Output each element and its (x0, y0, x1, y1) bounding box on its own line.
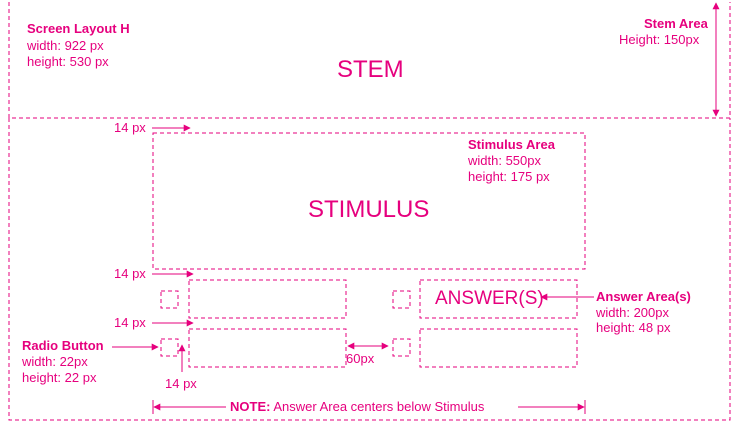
radio-button-1 (160, 290, 179, 309)
radio-button-height: height: 22 px (22, 370, 97, 385)
note-line: NOTE: Answer Area centers below Stimulus (230, 399, 484, 415)
radio-button-width: width: 22px (22, 354, 88, 369)
radio-button-2 (392, 290, 411, 309)
note-label: NOTE: (230, 399, 271, 414)
answer-area-title: Answer Area(s) (596, 289, 691, 304)
answer-label: ANSWER(S) (435, 288, 544, 309)
radio-gap-label: 14 px (165, 376, 197, 391)
answer-area-1 (188, 279, 347, 319)
stimulus-area-width: width: 550px (468, 153, 541, 168)
stem-area-height: Height: 150px (619, 32, 700, 47)
screen-layout-width: width: 922 px (27, 38, 104, 53)
note-text: Answer Area centers below Stimulus (273, 399, 485, 414)
screen-layout-title: Screen Layout H (27, 21, 130, 36)
stem-area-title: Stem Area (644, 16, 708, 31)
screen-layout-height: height: 530 px (27, 54, 109, 69)
answer-area-height: height: 48 px (596, 320, 671, 335)
row-gap-label: 14 px (114, 315, 146, 330)
column-gap-label: 60px (346, 351, 375, 366)
answer-area-3 (188, 328, 347, 368)
radio-button-4 (392, 338, 411, 357)
stem-area-box (8, 2, 731, 119)
stimulus-label: STIMULUS (308, 196, 430, 223)
radio-button-title: Radio Button (22, 338, 104, 353)
answer-top-label: 14 px (114, 266, 146, 281)
answer-area-4 (419, 328, 578, 368)
screen-body-box (8, 118, 731, 421)
stem-label: STEM (337, 56, 404, 83)
stimulus-area-box (152, 132, 586, 270)
radio-button-3 (160, 338, 179, 357)
margin-top-label: 14 px (114, 120, 146, 135)
stimulus-area-height: height: 175 px (468, 169, 550, 184)
answer-area-2 (419, 279, 578, 319)
answer-area-width: width: 200px (596, 305, 669, 320)
stimulus-area-title: Stimulus Area (468, 137, 555, 152)
